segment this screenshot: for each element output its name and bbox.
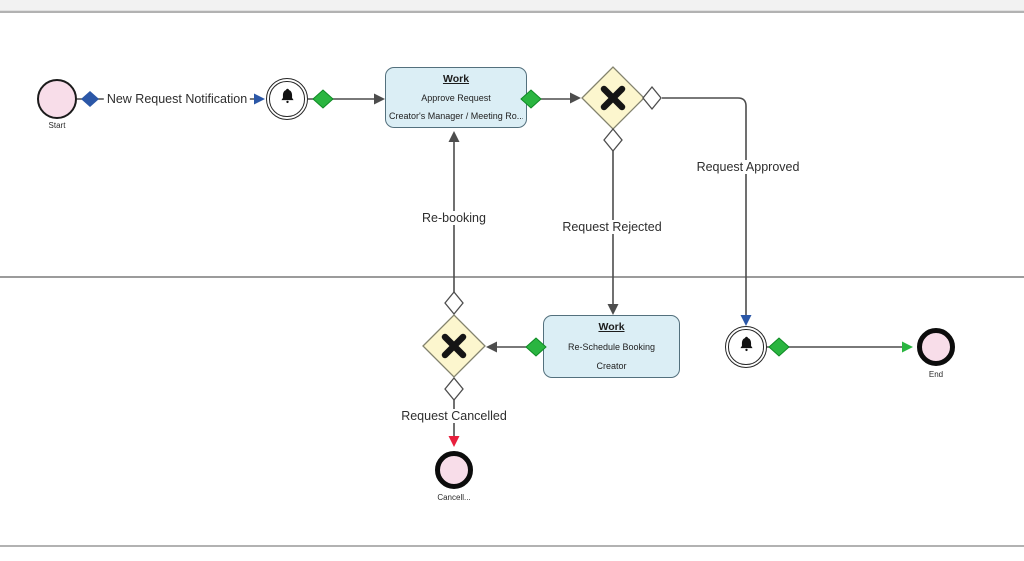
top-toolbar-strip bbox=[0, 0, 1024, 11]
notification-event-1-inner-ring bbox=[269, 81, 305, 117]
reschedule-booking-task[interactable]: Work Re-Schedule Booking Creator bbox=[543, 315, 680, 378]
trigger-marker-blue-diamond bbox=[81, 91, 99, 107]
x-gateway-icon bbox=[441, 333, 467, 359]
pool-top-border bbox=[0, 11, 1024, 13]
pool-bottom-border bbox=[0, 545, 1024, 547]
action-marker-green-diamond bbox=[768, 337, 790, 357]
notification-event-1[interactable] bbox=[266, 78, 308, 120]
arrowhead-gray-right bbox=[374, 93, 385, 105]
reschedule-task-name: Re-Schedule Booking bbox=[567, 342, 656, 352]
edge-request-approved[interactable] bbox=[662, 97, 747, 316]
end-event-label: End bbox=[928, 370, 944, 379]
action-marker-green-diamond bbox=[312, 89, 334, 109]
reschedule-task-assignee: Creator bbox=[596, 361, 627, 371]
arrowhead-gray-up bbox=[448, 131, 460, 142]
start-event[interactable] bbox=[37, 79, 77, 119]
start-event-label: Start bbox=[48, 121, 66, 130]
edge-label-request-cancelled[interactable]: Request Cancelled bbox=[398, 409, 510, 423]
arrowhead-gray-down bbox=[607, 304, 619, 315]
edge-label-re-booking[interactable]: Re-booking bbox=[419, 211, 489, 225]
approve-task-name: Approve Request bbox=[421, 93, 491, 103]
arrowhead-blue-right bbox=[254, 93, 265, 105]
arrowhead-gray-left bbox=[486, 341, 497, 353]
notification-event-2-inner-ring bbox=[728, 329, 764, 365]
arrowhead-green-right bbox=[902, 341, 913, 353]
edge-label-request-approved[interactable]: Request Approved bbox=[693, 160, 803, 174]
approve-request-task[interactable]: Work Approve Request Creator's Manager /… bbox=[385, 67, 527, 128]
action-marker-green-diamond bbox=[525, 337, 547, 357]
arrowhead-blue-down bbox=[740, 315, 752, 326]
end-event[interactable] bbox=[917, 328, 955, 366]
edge-label-request-rejected[interactable]: Request Rejected bbox=[559, 220, 665, 234]
exclusive-gateway-1[interactable] bbox=[581, 66, 645, 130]
condition-marker bbox=[444, 376, 464, 402]
cancelled-event-label: Cancell... bbox=[437, 493, 471, 502]
approve-task-assignee: Creator's Manager / Meeting Ro... bbox=[389, 111, 523, 121]
lane-divider bbox=[0, 276, 1024, 278]
reschedule-task-type: Work bbox=[598, 321, 625, 333]
cancelled-end-event[interactable] bbox=[435, 451, 473, 489]
notification-event-2[interactable] bbox=[725, 326, 767, 368]
edge-label-new-request[interactable]: New Request Notification bbox=[103, 92, 251, 106]
arrowhead-red-down bbox=[448, 436, 460, 447]
action-marker-green-diamond bbox=[520, 89, 542, 109]
x-gateway-icon bbox=[600, 85, 626, 111]
condition-marker bbox=[603, 127, 623, 153]
approve-task-type: Work bbox=[442, 73, 470, 85]
condition-marker bbox=[642, 85, 662, 111]
bell-icon bbox=[279, 88, 296, 110]
exclusive-gateway-2[interactable] bbox=[422, 314, 486, 378]
condition-marker bbox=[444, 290, 464, 316]
arrowhead-gray-right bbox=[570, 92, 581, 104]
bell-icon bbox=[738, 336, 755, 358]
